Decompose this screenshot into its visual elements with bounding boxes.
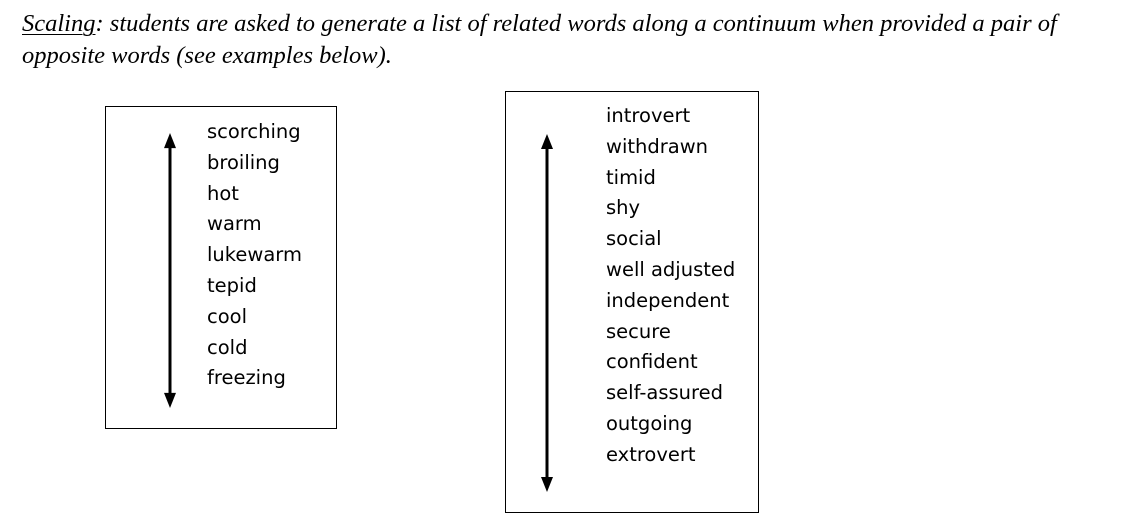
temperature-scale-box: scorching broiling hot warm lukewarm tep…: [105, 106, 337, 429]
double-arrow-icon: [160, 133, 180, 408]
scale-word: independent: [606, 288, 730, 312]
scale-word: extrovert: [606, 442, 696, 466]
scale-word: hot: [207, 181, 239, 205]
scale-word: broiling: [207, 150, 280, 174]
scale-word: introvert: [606, 104, 691, 127]
double-arrow-icon: [537, 134, 557, 492]
scale-word: shy: [606, 196, 641, 220]
scale-word: outgoing: [606, 411, 693, 435]
scale-word: secure: [606, 319, 671, 343]
scale-word: tepid: [207, 273, 257, 297]
scaling-description: Scaling: students are asked to generate …: [22, 8, 1117, 72]
scaling-explanation: : students are asked to generate a list …: [22, 10, 1057, 69]
temperature-word-list: scorching broiling hot warm lukewarm tep…: [207, 117, 302, 394]
scale-word: warm: [207, 212, 262, 236]
scale-word: withdrawn: [606, 134, 709, 158]
scale-word: cold: [207, 335, 248, 359]
scale-word: freezing: [207, 366, 286, 390]
scale-word: social: [606, 227, 662, 251]
scaling-term: Scaling: [22, 10, 96, 37]
scale-word: self-assured: [606, 381, 723, 405]
scale-word: lukewarm: [207, 243, 302, 267]
scale-word: confident: [606, 350, 698, 374]
personality-word-list: introvert withdrawn timid shy social wel…: [606, 101, 735, 471]
personality-scale-box: introvert withdrawn timid shy social wel…: [505, 91, 759, 513]
scale-word: well adjusted: [606, 257, 736, 281]
scale-word: scorching: [207, 120, 301, 143]
scale-word: timid: [606, 165, 656, 189]
scale-word: cool: [207, 304, 247, 328]
